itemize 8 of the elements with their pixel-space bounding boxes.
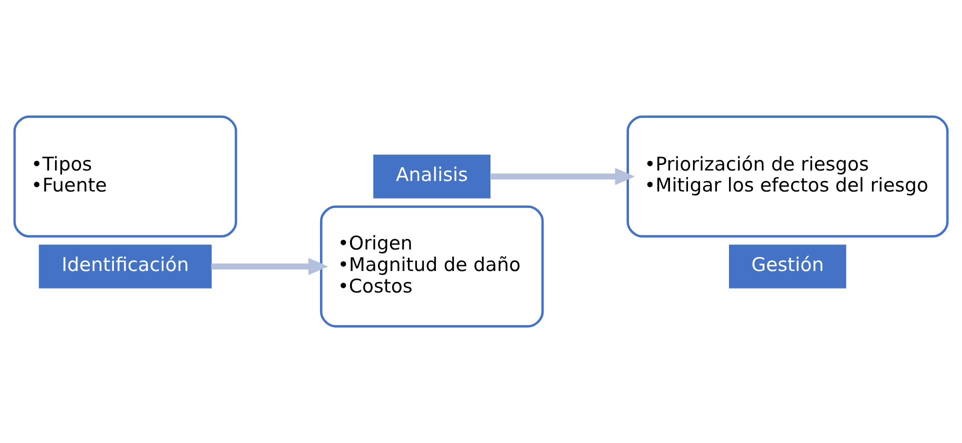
node-box: •Tipos •Fuente [13,116,238,238]
node-box: Analisis [373,154,490,198]
node-box: Gestión [729,244,846,288]
arrow [490,168,635,186]
node-box: •Origen •Magnitud de daño •Costos [320,206,544,328]
node-box: Identificación [38,244,212,288]
node-box: •Priorización de riesgos •Mitigar los efectos del riesgo [626,116,949,238]
arrow [211,258,328,276]
